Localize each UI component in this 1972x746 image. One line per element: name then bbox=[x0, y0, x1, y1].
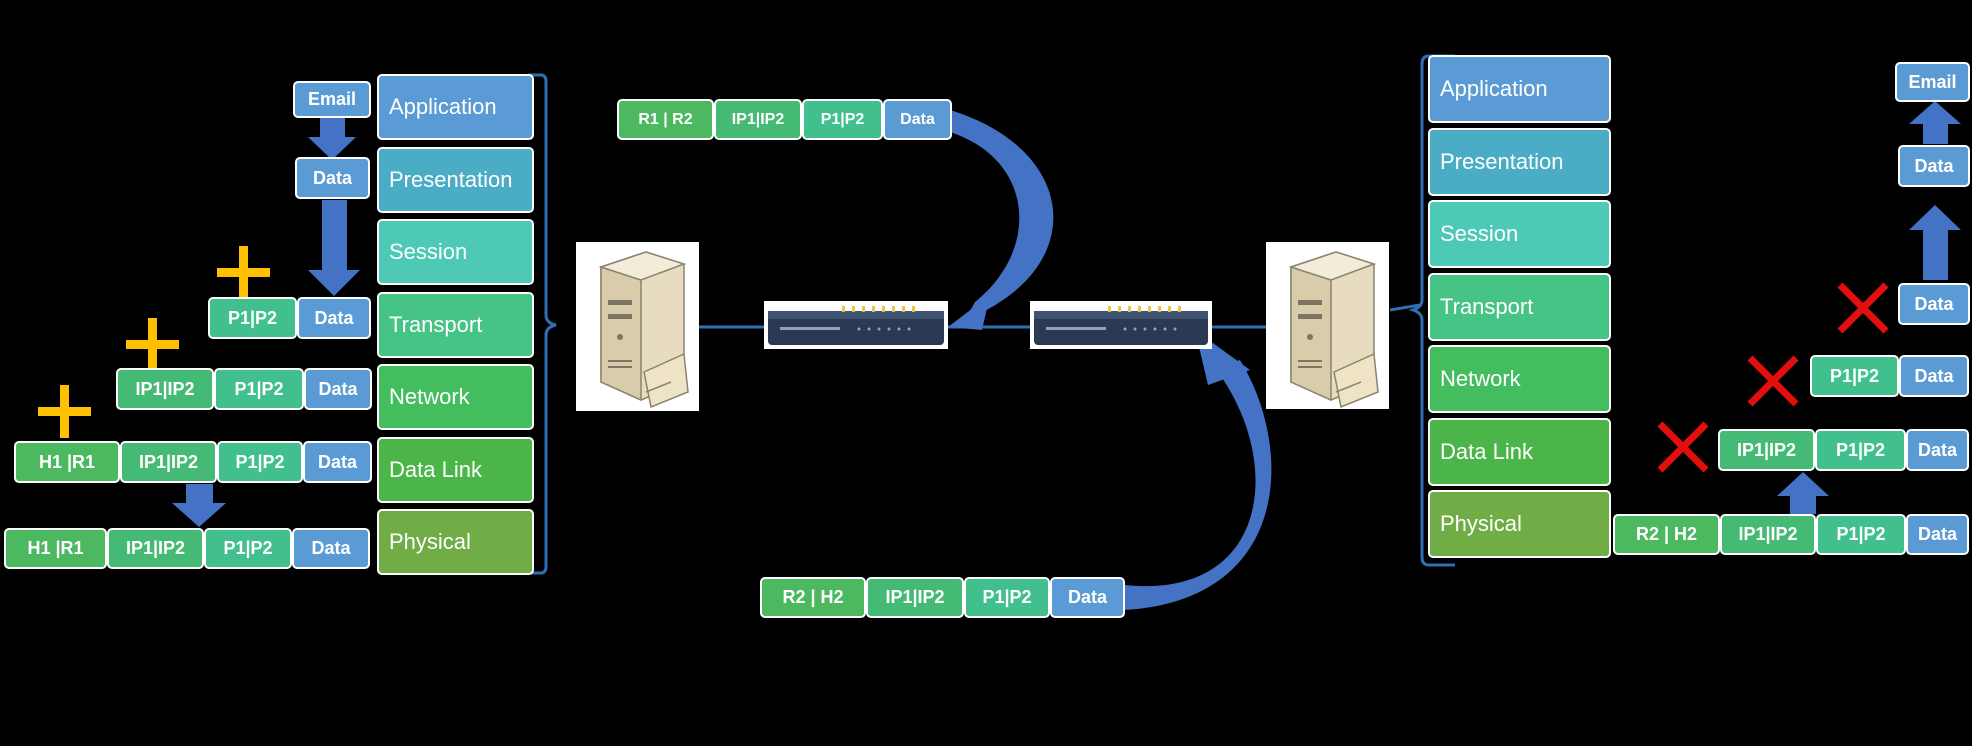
sender-transport-segment-cell-1: Data bbox=[297, 297, 371, 339]
plus-icon bbox=[126, 318, 179, 371]
sender-frame-out-cell-3: Data bbox=[292, 528, 370, 569]
router-hop-2-cell-1: IP1|IP2 bbox=[866, 577, 964, 618]
server-icon bbox=[1266, 242, 1389, 409]
router-hop-1-cell-3: Data bbox=[883, 99, 952, 140]
router-hop-1-cell-1: IP1|IP2 bbox=[714, 99, 802, 140]
left-layer-session: Session bbox=[377, 219, 534, 285]
cross-icon bbox=[1657, 421, 1709, 473]
up-arrow-icon bbox=[1777, 472, 1829, 514]
cross-icon bbox=[1837, 282, 1889, 334]
sender-frame-out-cell-2: P1|P2 bbox=[204, 528, 292, 569]
link-line-server2-bracket bbox=[1389, 303, 1421, 312]
sender-frame-cell-1: IP1|IP2 bbox=[120, 441, 217, 483]
sender-transport-segment-cell-0: P1|P2 bbox=[208, 297, 297, 339]
left-layer-network: Network bbox=[377, 364, 534, 430]
receiver-data-box: Data bbox=[1898, 283, 1970, 325]
down-arrow-icon bbox=[172, 484, 226, 527]
left-layer-transport: Transport bbox=[377, 292, 534, 358]
sender-frame-cell-2: P1|P2 bbox=[217, 441, 303, 483]
router-hop-2-cell-0: R2 | H2 bbox=[760, 577, 866, 618]
plus-icon bbox=[217, 246, 270, 299]
router-icon bbox=[1030, 301, 1212, 349]
server-icon bbox=[576, 242, 699, 411]
right-layer-bracket bbox=[1408, 54, 1455, 567]
right-layer-transport: Transport bbox=[1428, 273, 1611, 341]
sender-frame-cell-0: H1 |R1 bbox=[14, 441, 120, 483]
sender-email-box: Email bbox=[293, 81, 371, 118]
left-layer-bracket bbox=[528, 73, 557, 575]
router-hop-2-cell-3: Data bbox=[1050, 577, 1125, 618]
receiver-network-packet-cell-2: Data bbox=[1906, 429, 1969, 471]
receiver-data-top-box: Data bbox=[1898, 145, 1970, 187]
receiver-frame-in-cell-1: IP1|IP2 bbox=[1720, 514, 1816, 555]
right-layer-application: Application bbox=[1428, 55, 1611, 123]
left-layer-physical: Physical bbox=[377, 509, 534, 575]
receiver-frame-in-cell-2: P1|P2 bbox=[1816, 514, 1906, 555]
curved-arrow-icon bbox=[950, 110, 1054, 320]
router-hop-1-cell-0: R1 | R2 bbox=[617, 99, 714, 140]
right-layer-session: Session bbox=[1428, 200, 1611, 268]
right-layer-physical: Physical bbox=[1428, 490, 1611, 558]
receiver-email-box: Email bbox=[1895, 62, 1970, 102]
right-layer-data-link: Data Link bbox=[1428, 418, 1611, 486]
left-layer-presentation: Presentation bbox=[377, 147, 534, 213]
sender-network-packet-cell-2: Data bbox=[304, 368, 372, 410]
left-layer-application: Application bbox=[377, 74, 534, 140]
receiver-transport-segment-cell-1: Data bbox=[1899, 355, 1969, 397]
router-hop-2-cell-2: P1|P2 bbox=[964, 577, 1050, 618]
sender-data-box: Data bbox=[295, 157, 370, 199]
router-hop-1-cell-2: P1|P2 bbox=[802, 99, 883, 140]
curved-arrow-head-icon bbox=[948, 295, 990, 330]
left-layer-data-link: Data Link bbox=[377, 437, 534, 503]
sender-network-packet-cell-1: P1|P2 bbox=[214, 368, 304, 410]
sender-frame-out-cell-1: IP1|IP2 bbox=[107, 528, 204, 569]
receiver-frame-in-cell-3: Data bbox=[1906, 514, 1969, 555]
up-arrow-icon bbox=[1909, 205, 1961, 280]
cross-icon bbox=[1747, 355, 1799, 407]
down-arrow-icon bbox=[308, 200, 360, 296]
down-arrow-icon bbox=[308, 118, 356, 160]
receiver-frame-in-cell-0: R2 | H2 bbox=[1613, 514, 1720, 555]
plus-icon bbox=[38, 385, 91, 438]
sender-frame-out-cell-0: H1 |R1 bbox=[4, 528, 107, 569]
sender-network-packet-cell-0: IP1|IP2 bbox=[116, 368, 214, 410]
router-icon bbox=[764, 301, 948, 349]
up-arrow-icon bbox=[1909, 101, 1961, 144]
receiver-transport-segment-cell-0: P1|P2 bbox=[1810, 355, 1899, 397]
right-layer-presentation: Presentation bbox=[1428, 128, 1611, 196]
curved-arrow-icon bbox=[1125, 360, 1272, 610]
receiver-network-packet-cell-1: P1|P2 bbox=[1815, 429, 1906, 471]
sender-frame-cell-3: Data bbox=[303, 441, 372, 483]
right-layer-network: Network bbox=[1428, 345, 1611, 413]
receiver-network-packet-cell-0: IP1|IP2 bbox=[1718, 429, 1815, 471]
